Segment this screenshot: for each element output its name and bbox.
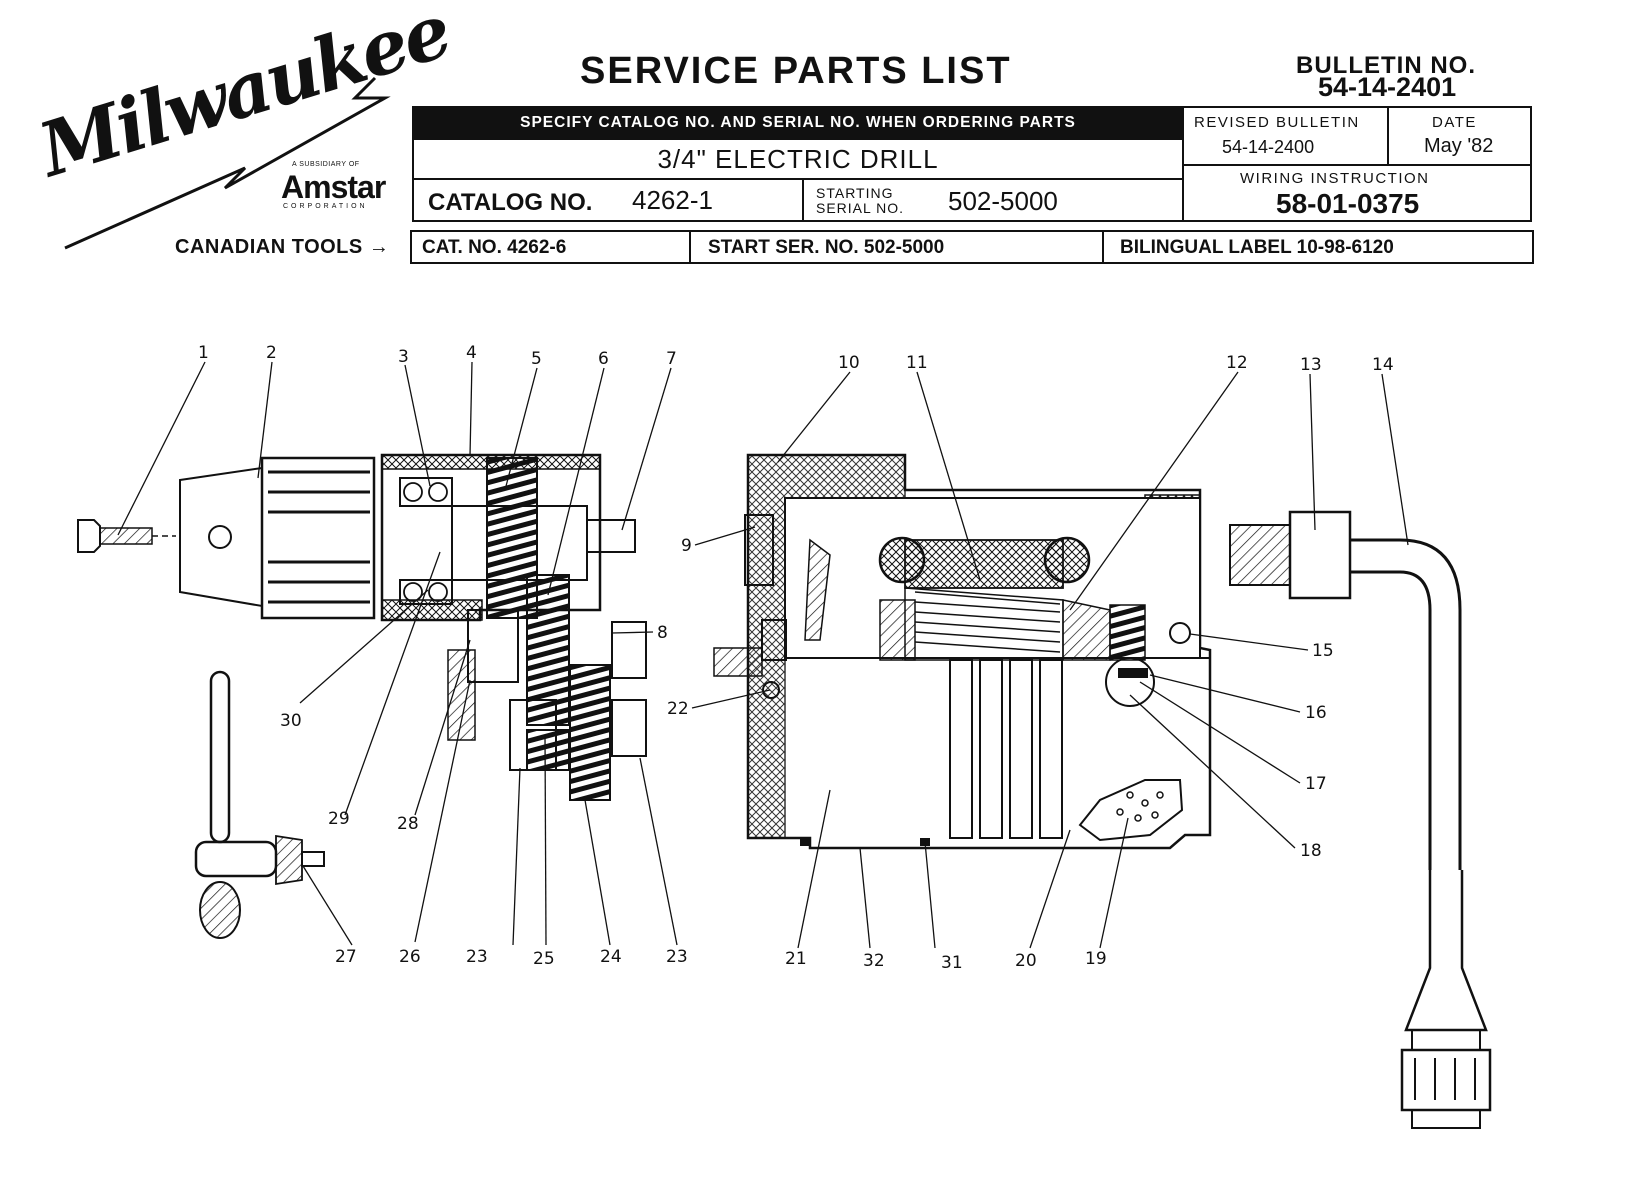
callout-14: 14 [1372,355,1394,375]
callout-19: 19 [1085,949,1107,969]
callout-26: 26 [399,947,421,967]
wiring-instruction-value: 58-01-0375 [1276,188,1420,219]
callout-31: 31 [941,953,963,973]
bulletin-label: BULLETIN NO. [1296,52,1476,79]
starting-label-line2: SERIAL NO. [816,200,905,216]
canadian-bilingual-label: BILINGUAL LABEL 10-98-6120 [1120,237,1394,258]
divider [1184,164,1530,166]
callout-1: 1 [198,343,209,363]
callout-15: 15 [1312,641,1334,661]
divider [689,232,691,262]
milwaukee-logo: Milwaukee A SUBSIDIARY OF Amstar CORPORA… [30,0,459,263]
callout-16: 16 [1305,703,1327,723]
corporation-text: CORPORATION [283,203,368,210]
order-note-bar: SPECIFY CATALOG NO. AND SERIAL NO. WHEN … [412,106,1184,140]
part-chuck-key [194,670,325,939]
callout-24: 24 [600,947,622,967]
callout-29: 29 [328,809,350,829]
callout-25: 25 [533,949,555,969]
callout-28: 28 [397,814,419,834]
catalog-number: 4262-1 [632,185,713,215]
divider [1102,232,1104,262]
starting-serial-label: STARTING SERIAL NO. [816,186,904,216]
callout-labels: 1 2 3 4 5 6 7 8 9 10 11 12 13 14 15 16 1… [198,343,1394,973]
callout-22: 22 [667,699,689,719]
callout-5: 5 [531,349,542,369]
callout-32: 32 [863,951,885,971]
callout-12: 12 [1226,353,1248,373]
canadian-start-serial: START SER. NO. 502-5000 [708,237,945,258]
divider [1387,108,1389,166]
revised-bulletin-value: 54-14-2400 [1222,137,1315,157]
canadian-info-row: CAT. NO. 4262-6 START SER. NO. 502-5000 … [410,230,1534,264]
callout-9: 9 [681,536,692,556]
amstar-logo: Amstar [281,169,386,205]
part-gear-case [380,453,647,801]
canadian-tools-text: CANADIAN TOOLS [175,236,363,258]
part-chuck [179,456,376,620]
lightning-bolt-icon [64,76,391,250]
catalog-row: CATALOG NO. 4262-1 STARTING SERIAL NO. 5… [412,178,1184,222]
callout-23a: 23 [466,947,488,967]
callout-21: 21 [785,949,807,969]
callout-27: 27 [335,947,357,967]
subsidiary-text: A SUBSIDIARY OF [292,161,360,168]
callout-17: 17 [1305,774,1327,794]
callout-7: 7 [666,349,677,369]
part-motor-housing [713,453,1212,850]
date-value: May '82 [1424,135,1494,157]
part-screw [77,519,176,553]
callout-18: 18 [1300,841,1322,861]
date-label: DATE [1432,114,1477,131]
canadian-catalog-number: CAT. NO. 4262-6 [422,237,567,258]
catalog-cell: CATALOG NO. 4262-1 [414,180,804,220]
callout-8: 8 [657,623,668,643]
exploded-parts-diagram: 1 2 3 4 5 6 7 8 9 10 11 12 13 14 15 16 1… [77,343,1492,1129]
callout-20: 20 [1015,951,1037,971]
callout-4: 4 [466,343,477,363]
part-cord-set [1229,510,1492,1129]
callout-3: 3 [398,347,409,367]
starting-serial-number: 502-5000 [948,186,1058,216]
callout-11: 11 [906,353,928,373]
callout-10: 10 [838,353,860,373]
callout-13: 13 [1300,355,1322,375]
starting-label-line1: STARTING [816,185,894,201]
arrow-right-icon: → [368,236,390,258]
page-title: SERVICE PARTS LIST [580,50,1012,92]
revised-bulletin-label: REVISED BULLETIN [1194,114,1360,131]
callout-23b: 23 [666,947,688,967]
callout-2: 2 [266,343,277,363]
leader-lines [117,361,1409,949]
revision-box: REVISED BULLETIN 54-14-2400 DATE May '82… [1182,106,1532,222]
canadian-tools-label: CANADIAN TOOLS → [175,236,389,259]
catalog-label: CATALOG NO. [428,189,593,216]
callout-6: 6 [598,349,609,369]
wiring-instruction-label: WIRING INSTRUCTION [1240,170,1430,187]
bulletin-number: 54-14-2401 [1318,72,1457,102]
callout-30: 30 [280,711,302,731]
product-name: 3/4" ELECTRIC DRILL [412,138,1184,180]
